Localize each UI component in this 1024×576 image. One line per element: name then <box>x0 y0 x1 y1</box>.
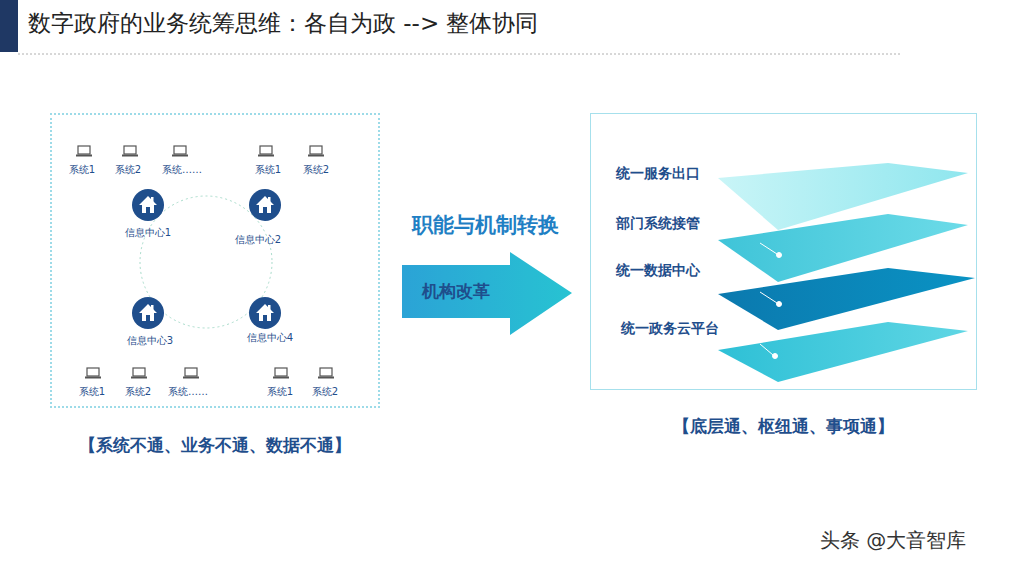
leader-lines <box>760 243 782 359</box>
layer <box>718 268 975 330</box>
system-label: 系统1 <box>79 386 105 398</box>
panel: 【底层通、枢纽通、事项通】 <box>590 113 977 390</box>
layer <box>718 322 968 382</box>
layer-label: 统一政务云平台 <box>621 320 719 337</box>
system-label: 系统…… <box>162 164 202 176</box>
center-label: 信息中心3 <box>127 335 173 347</box>
panel: 【系统不通、业务不通、数据不通】 <box>50 113 380 408</box>
watermark: 头条 @大音智库 <box>820 528 966 552</box>
layer-label: 统一数据中心 <box>616 262 700 279</box>
system-label: 系统2 <box>312 386 338 398</box>
system-label: 系统1 <box>267 386 293 398</box>
system-label: 系统1 <box>69 164 95 176</box>
title-rule <box>18 54 900 55</box>
arrow-shape: 职能与机制转换机构改革 <box>390 205 580 335</box>
arrow-label: 机构改革 <box>402 265 510 318</box>
caption: 【底层通、枢纽通、事项通】 <box>673 415 894 438</box>
layer-label: 部门系统接管 <box>616 215 700 232</box>
center-label: 信息中心4 <box>247 332 293 344</box>
system-label: 系统2 <box>125 386 151 398</box>
system-label: 系统…… <box>168 386 208 398</box>
caption: 【系统不通、业务不通、数据不通】 <box>79 434 351 457</box>
system-label: 系统1 <box>255 164 281 176</box>
arrow-heading: 职能与机制转换 <box>390 211 580 239</box>
title-bar <box>0 0 18 52</box>
layer <box>718 214 968 282</box>
system-label: 系统2 <box>115 164 141 176</box>
center-label: 信息中心1 <box>125 227 171 239</box>
system-label: 系统2 <box>303 164 329 176</box>
layer-label: 统一服务出口 <box>616 165 700 182</box>
center-label: 信息中心2 <box>235 234 281 246</box>
page-title: 数字政府的业务统筹思维：各自为政 --> 整体协同 <box>28 8 539 39</box>
